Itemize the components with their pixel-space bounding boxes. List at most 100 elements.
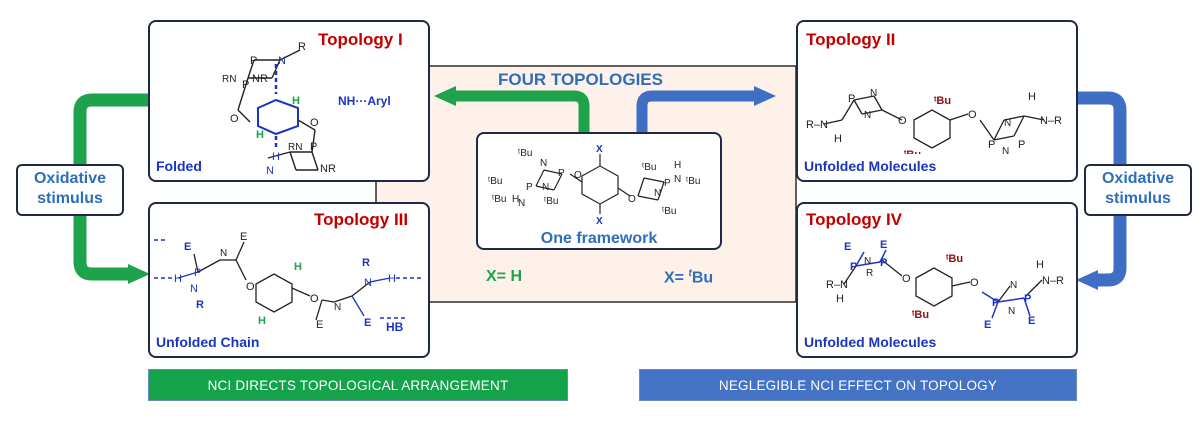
svg-text:NR: NR bbox=[320, 163, 336, 175]
x-value-h: X= H bbox=[486, 268, 523, 285]
svg-text:N–R: N–R bbox=[1042, 275, 1064, 287]
topology-3-title: Topology III bbox=[314, 210, 409, 229]
svg-text:H: H bbox=[512, 194, 519, 205]
svg-text:R: R bbox=[362, 257, 370, 269]
svg-text:H: H bbox=[1036, 259, 1044, 271]
svg-text:R: R bbox=[196, 299, 204, 311]
svg-text:H: H bbox=[1028, 91, 1036, 103]
svg-text:ᵗBu: ᵗBu bbox=[946, 253, 963, 265]
x-value-tbu-sup: t bbox=[688, 268, 692, 279]
x-value-tbu-suffix: Bu bbox=[691, 269, 714, 287]
topology-4-caption: Unfolded Molecules bbox=[804, 334, 937, 350]
svg-text:N: N bbox=[1002, 146, 1009, 154]
svg-text:N: N bbox=[870, 88, 877, 99]
svg-text:NR: NR bbox=[252, 73, 268, 85]
topology-3-hb-label: HB bbox=[386, 320, 404, 334]
svg-text:P: P bbox=[848, 93, 855, 105]
x-value-tbu: X= tBu bbox=[664, 268, 713, 287]
svg-text:E: E bbox=[364, 317, 371, 329]
svg-text:N: N bbox=[542, 182, 549, 193]
svg-text:H: H bbox=[174, 273, 182, 285]
svg-text:H: H bbox=[292, 95, 300, 107]
banner-left: NCI DIRECTS TOPOLOGICAL ARRANGEMENT bbox=[148, 369, 568, 401]
svg-text:H: H bbox=[272, 151, 280, 163]
x-top: X bbox=[596, 144, 603, 155]
svg-text:R: R bbox=[866, 268, 873, 279]
svg-text:E: E bbox=[880, 239, 887, 251]
svg-text:E: E bbox=[1028, 315, 1035, 327]
svg-text:P: P bbox=[194, 267, 201, 279]
banner-right: NEGLEGIBLE NCI EFFECT ON TOPOLOGY bbox=[639, 369, 1077, 401]
x-value-tbu-prefix: X= bbox=[664, 269, 689, 287]
svg-text:P: P bbox=[988, 139, 995, 151]
topology-2-structure: R–N H P N N O ᵗBu ᵗBu O P P N N H N–R bbox=[806, 88, 1062, 154]
blue-center-arrowhead bbox=[754, 86, 776, 106]
topology-3-panel: Topology III Unfolded Chain HB E H bbox=[148, 202, 430, 358]
svg-text:ᵗBu: ᵗBu bbox=[518, 148, 532, 159]
svg-text:P: P bbox=[1018, 139, 1025, 151]
green-center-arrowhead bbox=[434, 86, 456, 106]
center-caption: One framework bbox=[540, 230, 658, 247]
blue-loop-arrowhead bbox=[1076, 270, 1098, 290]
svg-text:RN: RN bbox=[288, 142, 302, 153]
topology-1-interaction-label: NH···Aryl bbox=[338, 94, 391, 108]
stimulus-left-box: Oxidative stimulus bbox=[16, 164, 124, 216]
svg-text:ᵗBu: ᵗBu bbox=[662, 206, 676, 217]
svg-text:ᵗBu: ᵗBu bbox=[642, 162, 656, 173]
stimulus-right-line1: Oxidative bbox=[1101, 170, 1175, 187]
svg-text:P: P bbox=[526, 182, 533, 193]
svg-text:N: N bbox=[220, 248, 227, 259]
svg-text:ᵗBu: ᵗBu bbox=[904, 149, 921, 154]
center-structure: X X ᵗBu N P O ᵗBu P N ᵗBu H N ᵗBu O ᵗBu … bbox=[488, 144, 700, 227]
stimulus-right-line2: stimulus bbox=[1105, 190, 1171, 207]
svg-text:O: O bbox=[574, 170, 582, 181]
svg-text:N: N bbox=[1010, 280, 1017, 291]
svg-text:H: H bbox=[674, 160, 681, 171]
stimulus-left-line2: stimulus bbox=[37, 190, 103, 207]
svg-text:ᵗBu: ᵗBu bbox=[492, 194, 506, 205]
svg-text:O: O bbox=[230, 113, 239, 125]
svg-text:O: O bbox=[902, 273, 911, 285]
stimulus-right-box: Oxidative stimulus bbox=[1084, 164, 1192, 216]
svg-text:RN: RN bbox=[222, 74, 236, 85]
svg-text:P: P bbox=[310, 141, 317, 153]
svg-text:ᵗBu: ᵗBu bbox=[686, 176, 700, 187]
svg-text:N: N bbox=[864, 256, 871, 267]
svg-text:ᵗBu: ᵗBu bbox=[912, 309, 929, 321]
svg-text:N–R: N–R bbox=[1040, 115, 1062, 127]
topology-1-panel: Topology I Folded NH···Aryl P N R RN NR … bbox=[148, 20, 430, 182]
svg-text:P: P bbox=[992, 297, 999, 309]
svg-text:R–N: R–N bbox=[806, 119, 828, 131]
svg-text:H: H bbox=[258, 315, 266, 327]
svg-text:R: R bbox=[256, 179, 264, 180]
header-title: FOUR TOPOLOGIES bbox=[498, 70, 663, 89]
svg-text:N: N bbox=[278, 55, 286, 67]
svg-text:H: H bbox=[836, 293, 844, 305]
topology-1-title: Topology I bbox=[318, 30, 403, 49]
svg-text:O: O bbox=[898, 115, 907, 127]
center-framework-panel: One framework X X ᵗBu N P O ᵗBu P N ᵗBu … bbox=[476, 132, 722, 250]
svg-text:O: O bbox=[628, 194, 636, 205]
svg-text:P: P bbox=[558, 168, 565, 179]
svg-text:N: N bbox=[1008, 306, 1015, 317]
svg-text:O: O bbox=[968, 109, 977, 121]
topology-4-structure: E E P P N R R–N H O ᵗBu ᵗBu O P P N N E … bbox=[826, 239, 1064, 331]
svg-text:O: O bbox=[970, 277, 979, 289]
svg-text:O: O bbox=[310, 293, 319, 305]
topology-1-structure: P N R RN NR P O O H H H N R RN NR P bbox=[222, 41, 336, 180]
svg-text:P: P bbox=[880, 257, 887, 269]
svg-text:N: N bbox=[674, 174, 681, 185]
svg-text:H: H bbox=[256, 129, 264, 141]
stimulus-left-line1: Oxidative bbox=[33, 170, 107, 187]
svg-text:ᵗBu: ᵗBu bbox=[934, 95, 951, 107]
svg-text:N: N bbox=[334, 302, 341, 313]
svg-text:ᵗBu: ᵗBu bbox=[544, 196, 558, 207]
svg-text:E: E bbox=[844, 241, 851, 253]
green-loop-arrowhead bbox=[128, 264, 150, 284]
svg-text:E: E bbox=[240, 231, 247, 243]
topology-1-caption: Folded bbox=[156, 158, 202, 174]
topology-2-panel: Topology II Unfolded Molecules R–N H P N… bbox=[796, 20, 1078, 182]
topology-2-caption: Unfolded Molecules bbox=[804, 158, 937, 174]
